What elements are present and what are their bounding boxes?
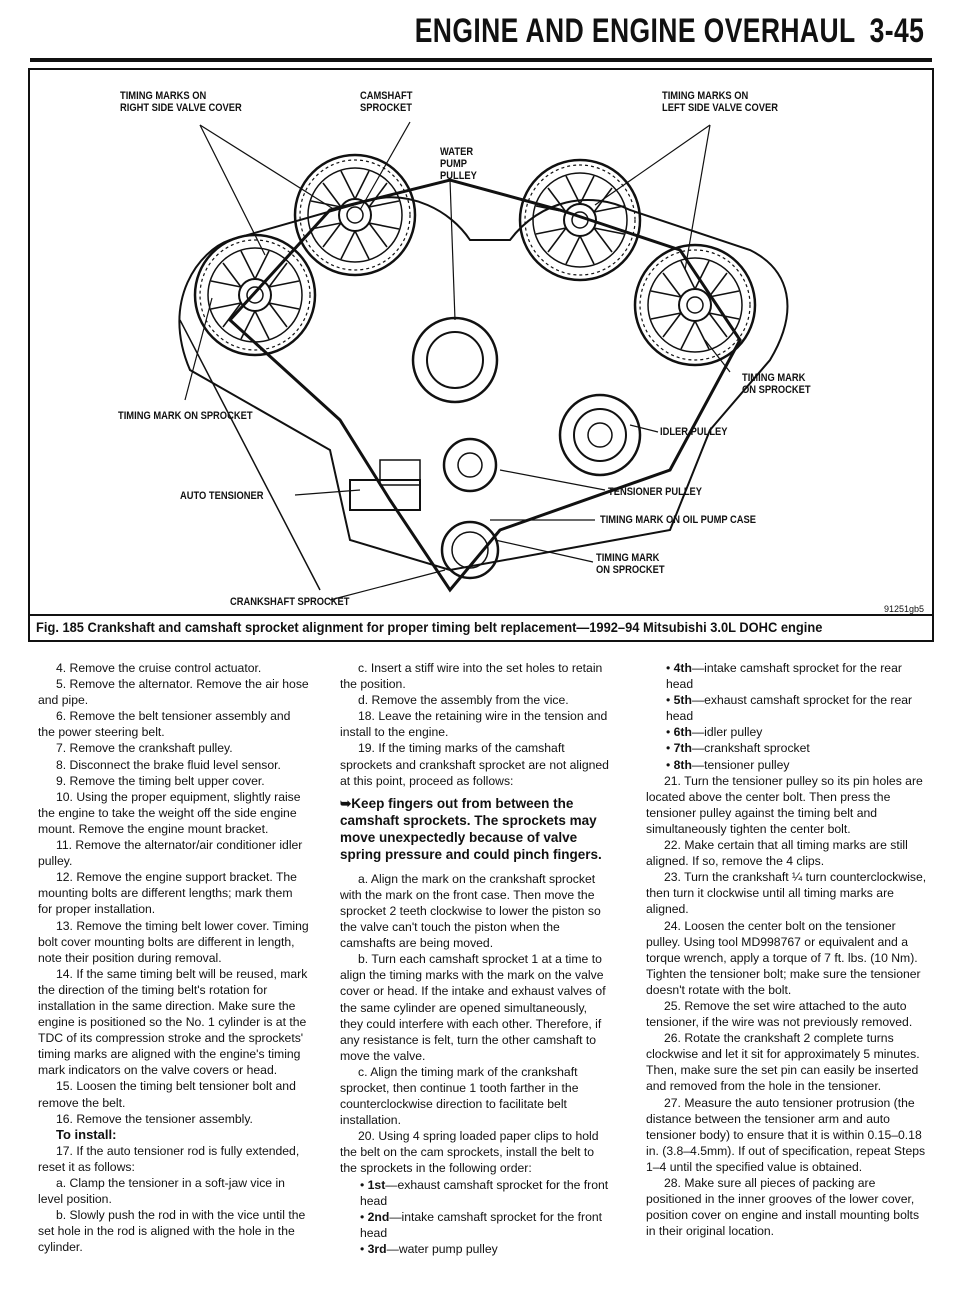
paragraph: 28. Make sure all pieces of packing are … [646,1176,920,1239]
label-timing-marks-left: TIMING MARKS ON LEFT SIDE VALVE COVER [662,90,779,114]
paragraph: 12. Remove the engine support bracket. T… [38,870,297,917]
paragraph: 25. Remove the set wire attached to the … [646,998,913,1030]
label-timing-mark-sprocket-right: TIMING MARK ON SPROCKET [742,372,811,396]
figure-caption: Fig. 185 Crankshaft and camshaft sprocke… [36,619,823,635]
label-timing-mark-sprocket-bottom: TIMING MARK ON SPROCKET [596,552,665,576]
paragraph: 9. Remove the timing belt upper cover. [56,773,265,788]
page-number: 3-45 [869,12,924,50]
figure-185: TIMING MARKS ON RIGHT SIDE VALVE COVER C… [28,68,934,642]
paragraph: b. Slowly push the rod in with the vice … [38,1208,306,1255]
timing-belt-diagram [178,121,789,601]
list-item: • 6th—idler pulley [666,725,763,740]
label-water-pump-pulley: WATER PUMP PULLEY [440,146,477,182]
label-timing-marks-right: TIMING MARKS ON RIGHT SIDE VALVE COVER [120,90,242,114]
label-auto-tensioner: AUTO TENSIONER [180,490,264,502]
paragraph: 18. Leave the retaining wire in the tens… [340,709,608,740]
paragraph: a. Clamp the tensioner in a soft-jaw vic… [38,1176,285,1207]
paragraph: b. Turn each camshaft sprocket 1 at a ti… [340,952,606,1063]
paragraph: 23. Turn the crankshaft ¼ turn countercl… [646,870,927,917]
label-crankshaft-sprocket: CRANKSHAFT SPROCKET [230,596,350,608]
paragraph: 22. Make certain that all timing marks a… [646,838,908,869]
list-item: • 5th—exhaust camshaft sprocket for the … [666,693,913,724]
paragraph: 19. If the timing marks of the camshaft … [340,741,609,788]
list-item-ordinal: 6th [673,725,692,740]
paragraph: c. Align the timing mark of the cranksha… [340,1064,579,1128]
list-item: • 3rd—water pump pulley [360,1241,498,1256]
paragraph: 5. Remove the alternator. Remove the air… [38,677,309,708]
paragraph: 21. Turn the tensioner pulley so its pin… [646,773,923,836]
list-item-ordinal: 1st [367,1177,386,1192]
paragraph: 7. Remove the crankshaft pulley. [56,741,233,756]
header-rule [30,58,932,62]
text-column-3: • 4th—intake camshaft sprocket for the r… [646,660,928,1239]
paragraph: 15. Loosen the timing belt tensioner bol… [38,1079,296,1110]
section-heading: To install: [56,1126,117,1142]
list-item-text: —exhaust camshaft sprocket for the rear … [666,693,913,724]
paragraph: 16. Remove the tensioner assembly. [56,1111,253,1126]
header-title: ENGINE AND ENGINE OVERHAUL 3-45 [414,12,924,51]
list-item: • 4th—intake camshaft sprocket for the r… [666,661,902,692]
caption-band: Fig. 185 Crankshaft and camshaft sprocke… [30,614,932,640]
list-item-text: —intake camshaft sprocket for the rear h… [666,661,902,692]
list-item-ordinal: 3rd [367,1241,387,1256]
label-tensioner-pulley: TENSIONER PULLEY [608,486,703,498]
list-item-ordinal: 8th [673,757,692,772]
list-item: • 8th—tensioner pulley [666,757,790,772]
paragraph: d. Remove the assembly from the vice. [358,693,569,708]
paragraph: 4. Remove the cruise control actuator. [56,661,262,675]
paragraph: 11. Remove the alternator/air conditione… [38,838,303,869]
paragraph: 20. Using 4 spring loaded paper clips to… [340,1129,599,1176]
paragraph: c. Insert a stiff wire into the set hole… [340,661,603,692]
paragraph: 26. Rotate the crankshaft 2 complete tur… [646,1031,920,1094]
list-item: • 1st—exhaust camshaft sprocket for the … [360,1177,609,1208]
paragraph: 14. If the same timing belt will be reus… [38,966,308,1078]
label-idler-pulley: IDLER PULLEY [660,426,728,438]
list-item-ordinal: 5th [673,693,692,708]
list-item-text: —exhaust camshaft sprocket for the front… [360,1177,609,1208]
paragraph: a. Align the mark on the crankshaft spro… [340,871,601,951]
label-timing-mark-oil-pump: TIMING MARK ON OIL PUMP CASE [600,514,757,526]
list-item-ordinal: 2nd [367,1209,390,1224]
list-item-text: —intake camshaft sprocket for the front … [360,1209,603,1240]
list-item-text: —crankshaft sprocket [691,741,810,756]
page-header: ENGINE AND ENGINE OVERHAUL 3-45 [0,0,960,60]
figure-code: 91251gb5 [883,604,924,614]
list-item-text: —tensioner pulley [691,757,790,772]
list-item-text: —idler pulley [691,725,763,740]
paragraph: 10. Using the proper equipment, slightly… [38,789,301,836]
section-title: ENGINE AND ENGINE OVERHAUL [414,12,856,50]
paragraph: 8. Disconnect the brake fluid level sens… [56,757,281,772]
label-timing-mark-sprocket-left: TIMING MARK ON SPROCKET [118,410,253,422]
paragraph: 6. Remove the belt tensioner assembly an… [38,709,291,740]
text-column-1: 4. Remove the cruise control actuator. 5.… [38,660,310,1255]
paragraph: 24. Loosen the center bolt on the tensio… [646,918,921,997]
list-item: • 2nd—intake camshaft sprocket for the f… [360,1209,603,1240]
list-item-ordinal: 7th [673,741,692,756]
warning-note: ➥Keep fingers out from between the camsh… [340,795,602,862]
paragraph: 27. Measure the auto tensioner protrusio… [646,1095,926,1174]
label-camshaft-sprocket: CAMSHAFT SPROCKET [360,90,413,114]
paragraph: 17. If the auto tensioner rod is fully e… [38,1143,300,1174]
paragraph: 13. Remove the timing belt lower cover. … [38,918,309,965]
text-column-2: c. Insert a stiff wire into the set hole… [340,660,612,1257]
list-item: • 7th—crankshaft sprocket [666,741,810,756]
list-item-text: —water pump pulley [386,1241,498,1256]
list-item-ordinal: 4th [673,661,692,675]
